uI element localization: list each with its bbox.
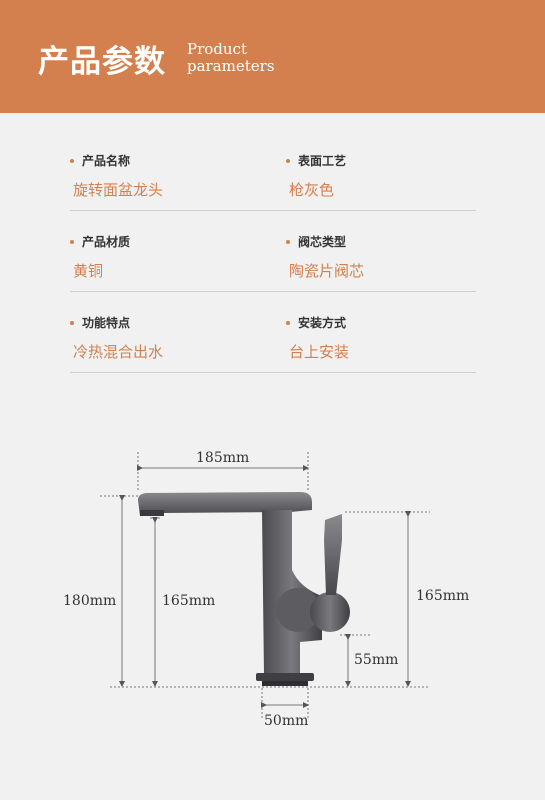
dim-body-height: 165mm xyxy=(416,588,469,604)
spec-value: 陶瓷片阀芯 xyxy=(289,262,365,280)
spec-item-valve: 阀芯类型 陶瓷片阀芯 xyxy=(286,233,364,281)
spec-value: 冷热混合出水 xyxy=(73,343,164,361)
spec-row: 产品名称 旋转面盆龙头 表面工艺 枪灰色 xyxy=(70,130,476,211)
spec-label: 安装方式 xyxy=(298,316,347,330)
spec-item-material: 产品材质 黄铜 xyxy=(70,233,130,281)
page-title: 产品参数 xyxy=(38,44,166,80)
bullet-icon xyxy=(70,239,74,244)
faucet-image xyxy=(138,492,350,686)
spec-grid: 产品名称 旋转面盆龙头 表面工艺 枪灰色 产品材质 黄铜 阀芯类型 陶瓷片阀芯 … xyxy=(70,130,476,373)
spec-item-installation: 安装方式 台上安装 xyxy=(286,314,349,362)
dim-spout-height: 165mm xyxy=(162,593,215,609)
faucet-dimension-diagram: 185mm 180mm 165mm 165mm 55mm 50mm xyxy=(63,450,469,729)
bullet-icon xyxy=(286,320,290,325)
spec-row: 产品材质 黄铜 阀芯类型 陶瓷片阀芯 xyxy=(70,211,476,292)
dimension-lines xyxy=(100,452,430,720)
header-banner: 产品参数 Product parameters xyxy=(0,0,545,113)
dim-spout-length: 185mm xyxy=(196,450,249,466)
spec-value: 旋转面盆龙头 xyxy=(73,181,164,199)
subtitle-line-2: parameters xyxy=(187,57,275,75)
bullet-icon xyxy=(70,158,74,163)
subtitle-line-1: Product xyxy=(187,40,247,58)
spec-item-finish: 表面工艺 枪灰色 xyxy=(286,152,346,200)
spec-value: 枪灰色 xyxy=(289,181,335,199)
spec-value: 台上安装 xyxy=(289,343,350,361)
spec-item-features: 功能特点 冷热混合出水 xyxy=(70,314,163,362)
dim-total-height: 180mm xyxy=(63,593,116,609)
spec-label: 功能特点 xyxy=(82,316,131,330)
bullet-icon xyxy=(286,158,290,163)
page-subtitle: Product parameters xyxy=(187,41,307,75)
bullet-icon xyxy=(286,239,290,244)
spec-row: 功能特点 冷热混合出水 安装方式 台上安装 xyxy=(70,292,476,373)
spec-item-product-name: 产品名称 旋转面盆龙头 xyxy=(70,152,163,200)
spec-label: 产品名称 xyxy=(82,154,131,168)
dim-base-diameter: 50mm xyxy=(264,713,308,729)
spec-label: 表面工艺 xyxy=(298,154,347,168)
spec-label: 产品材质 xyxy=(82,235,131,249)
spec-value: 黄铜 xyxy=(73,262,104,280)
spec-label: 阀芯类型 xyxy=(298,235,347,249)
bullet-icon xyxy=(70,320,74,325)
dim-handle-height: 55mm xyxy=(354,652,398,668)
